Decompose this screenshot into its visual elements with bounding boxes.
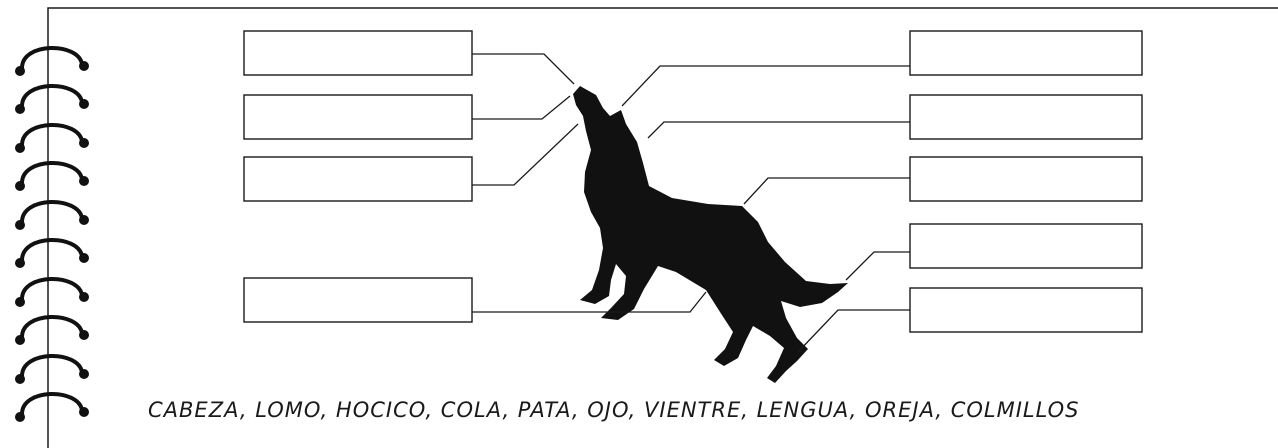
page-border bbox=[47, 7, 1278, 448]
label-box-right-3[interactable] bbox=[909, 156, 1143, 202]
label-box-right-2[interactable] bbox=[909, 94, 1143, 140]
label-box-left-1[interactable] bbox=[243, 30, 473, 76]
leader-line-right-2 bbox=[647, 121, 910, 139]
label-box-left-3[interactable] bbox=[243, 156, 473, 202]
spiral-ring bbox=[15, 84, 89, 114]
label-box-left-2[interactable] bbox=[243, 94, 473, 140]
leader-line-right-5 bbox=[797, 309, 910, 353]
word-bank: CABEZA, LOMO, HOCICO, COLA, PATA, OJO, V… bbox=[148, 398, 1080, 422]
spiral-ring bbox=[15, 277, 89, 307]
spiral-ring bbox=[15, 354, 89, 384]
wolf-silhouette-icon bbox=[573, 86, 848, 383]
leader-line-left-4 bbox=[472, 291, 707, 313]
spiral-ring bbox=[15, 392, 89, 422]
leader-line-right-1 bbox=[621, 65, 910, 107]
spiral-ring bbox=[15, 200, 89, 230]
label-box-right-4[interactable] bbox=[909, 223, 1143, 269]
label-box-right-1[interactable] bbox=[909, 30, 1143, 76]
label-box-left-4[interactable] bbox=[243, 277, 473, 323]
leader-line-right-3 bbox=[743, 177, 910, 205]
spiral-ring bbox=[15, 315, 89, 345]
leader-line-left-2 bbox=[472, 95, 571, 120]
leader-line-right-4 bbox=[845, 251, 910, 281]
spiral-ring bbox=[15, 161, 89, 191]
spiral-ring bbox=[15, 238, 89, 268]
label-box-right-5[interactable] bbox=[909, 287, 1143, 333]
leader-line-left-1 bbox=[472, 53, 575, 85]
spiral-ring bbox=[15, 123, 89, 153]
spiral-binding-icon bbox=[15, 46, 89, 422]
leader-line-left-3 bbox=[472, 123, 579, 186]
spiral-ring bbox=[15, 46, 89, 76]
